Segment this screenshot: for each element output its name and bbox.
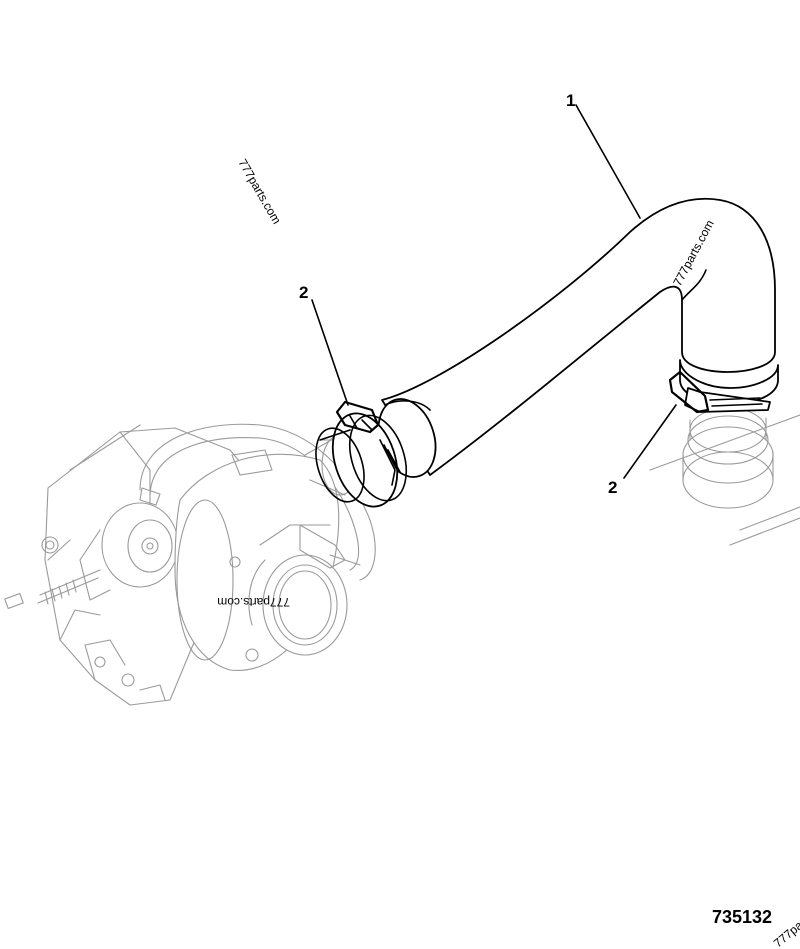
hose-clamp-right: [668, 359, 779, 414]
callout-2-lower: 2: [608, 478, 617, 497]
watermark-corner: 777pa: [771, 918, 800, 949]
leader-lines: [311, 104, 677, 479]
callout-2-upper: 2: [299, 283, 308, 302]
watermark-turbo: 777parts.com: [217, 595, 290, 609]
turbocharger-assembly: [4, 423, 381, 706]
callout-1: 1: [566, 91, 575, 110]
watermark-top-left: 777parts.com: [235, 157, 283, 227]
hose-clamp-left: [315, 400, 408, 508]
intake-hose: [377, 197, 776, 478]
intake-port: [649, 407, 800, 546]
part-number: 735132: [712, 907, 772, 927]
